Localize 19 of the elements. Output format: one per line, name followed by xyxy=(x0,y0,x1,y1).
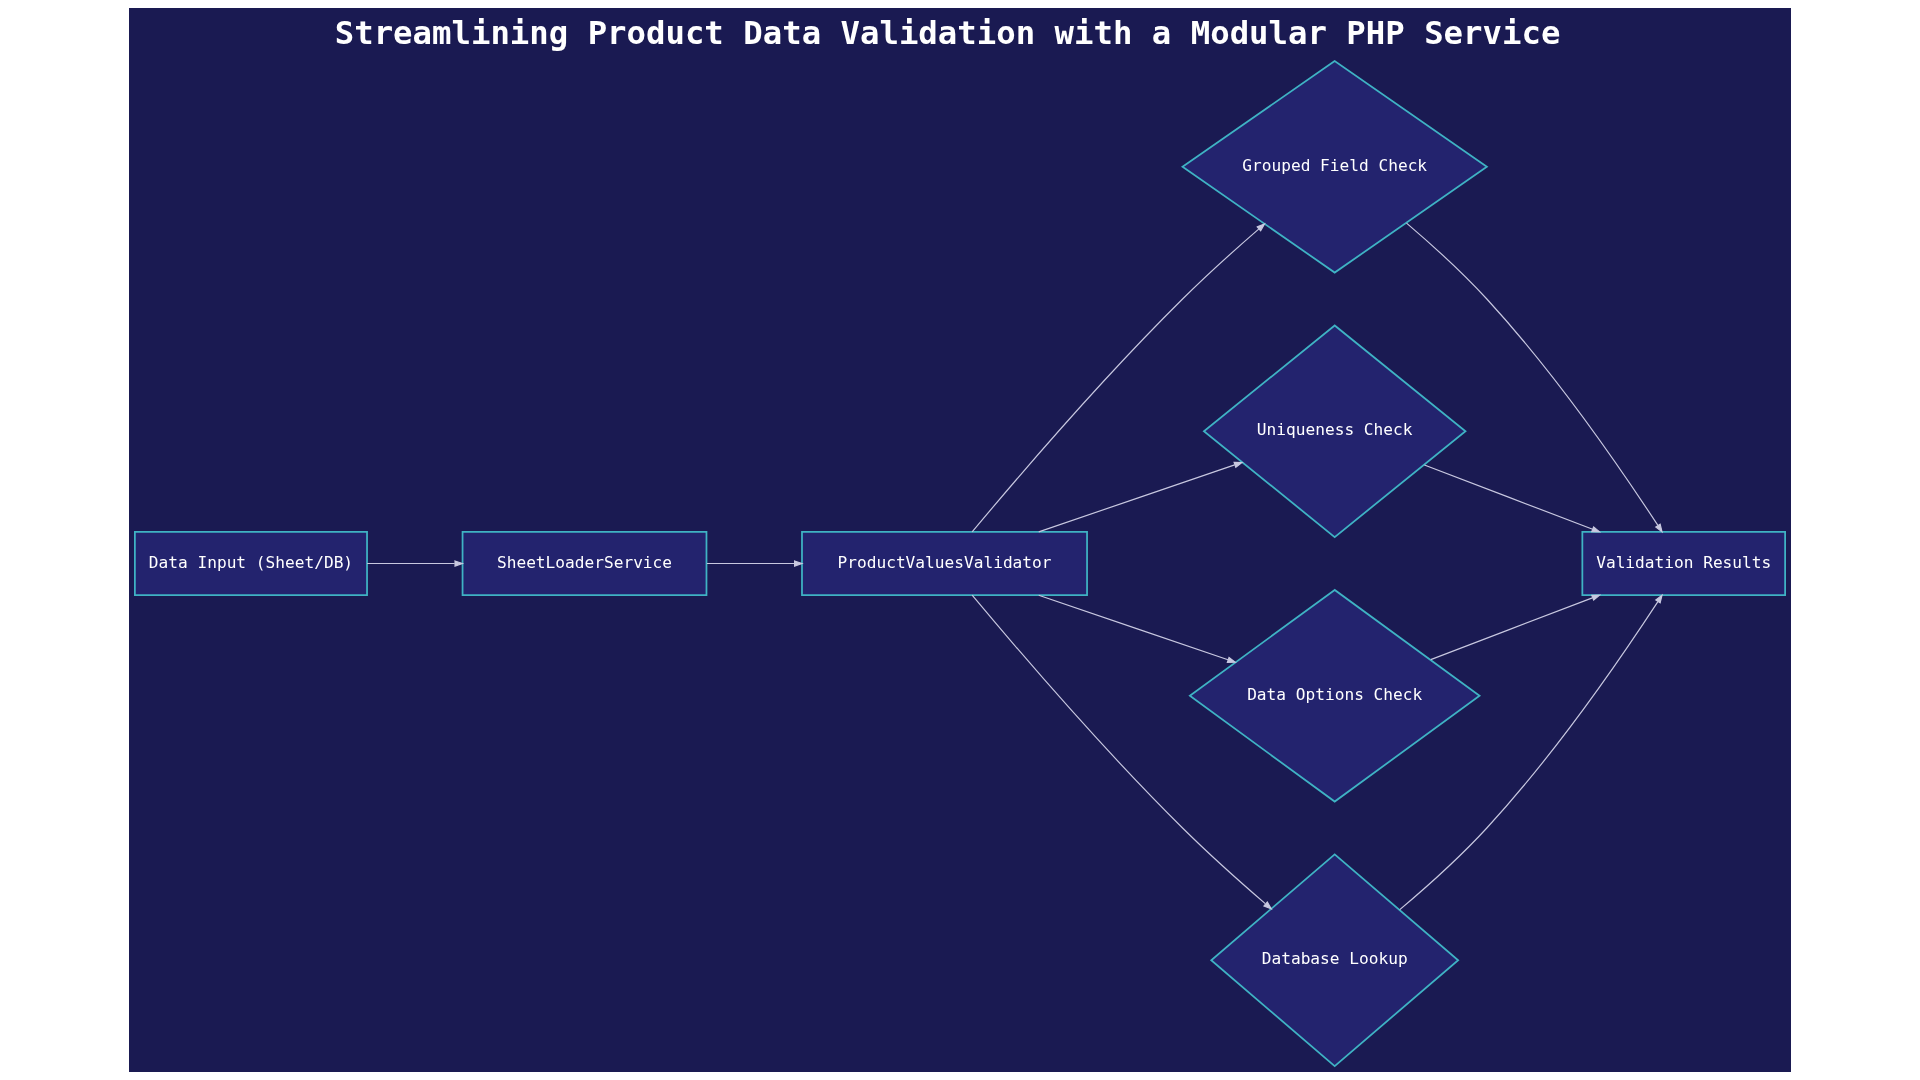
arrow xyxy=(366,560,465,567)
arrow xyxy=(1399,593,1663,911)
node-diamond: Grouped Field Check xyxy=(1180,59,1489,274)
arrow xyxy=(1038,461,1244,533)
node-box: SheetLoaderService xyxy=(461,531,708,596)
arrow xyxy=(971,222,1266,533)
arrow xyxy=(1405,222,1663,534)
arrow xyxy=(1038,594,1237,663)
node-box: Data Input (Sheet/DB) xyxy=(134,531,368,596)
diagram-title: Streamlining Product Data Validation with a Modular PHP Service xyxy=(334,14,1561,53)
node-diamond: Data Options Check xyxy=(1188,588,1482,803)
arrow xyxy=(1423,464,1602,533)
arrow xyxy=(1430,594,1602,661)
node-box: Validation Results xyxy=(1581,531,1786,596)
node-diamond: Database Lookup xyxy=(1209,853,1460,1068)
node-diamond: Uniqueness Check xyxy=(1202,324,1467,539)
arrow xyxy=(706,560,804,567)
node-box: ProductValuesValidator xyxy=(801,531,1088,596)
arrow xyxy=(971,594,1273,910)
